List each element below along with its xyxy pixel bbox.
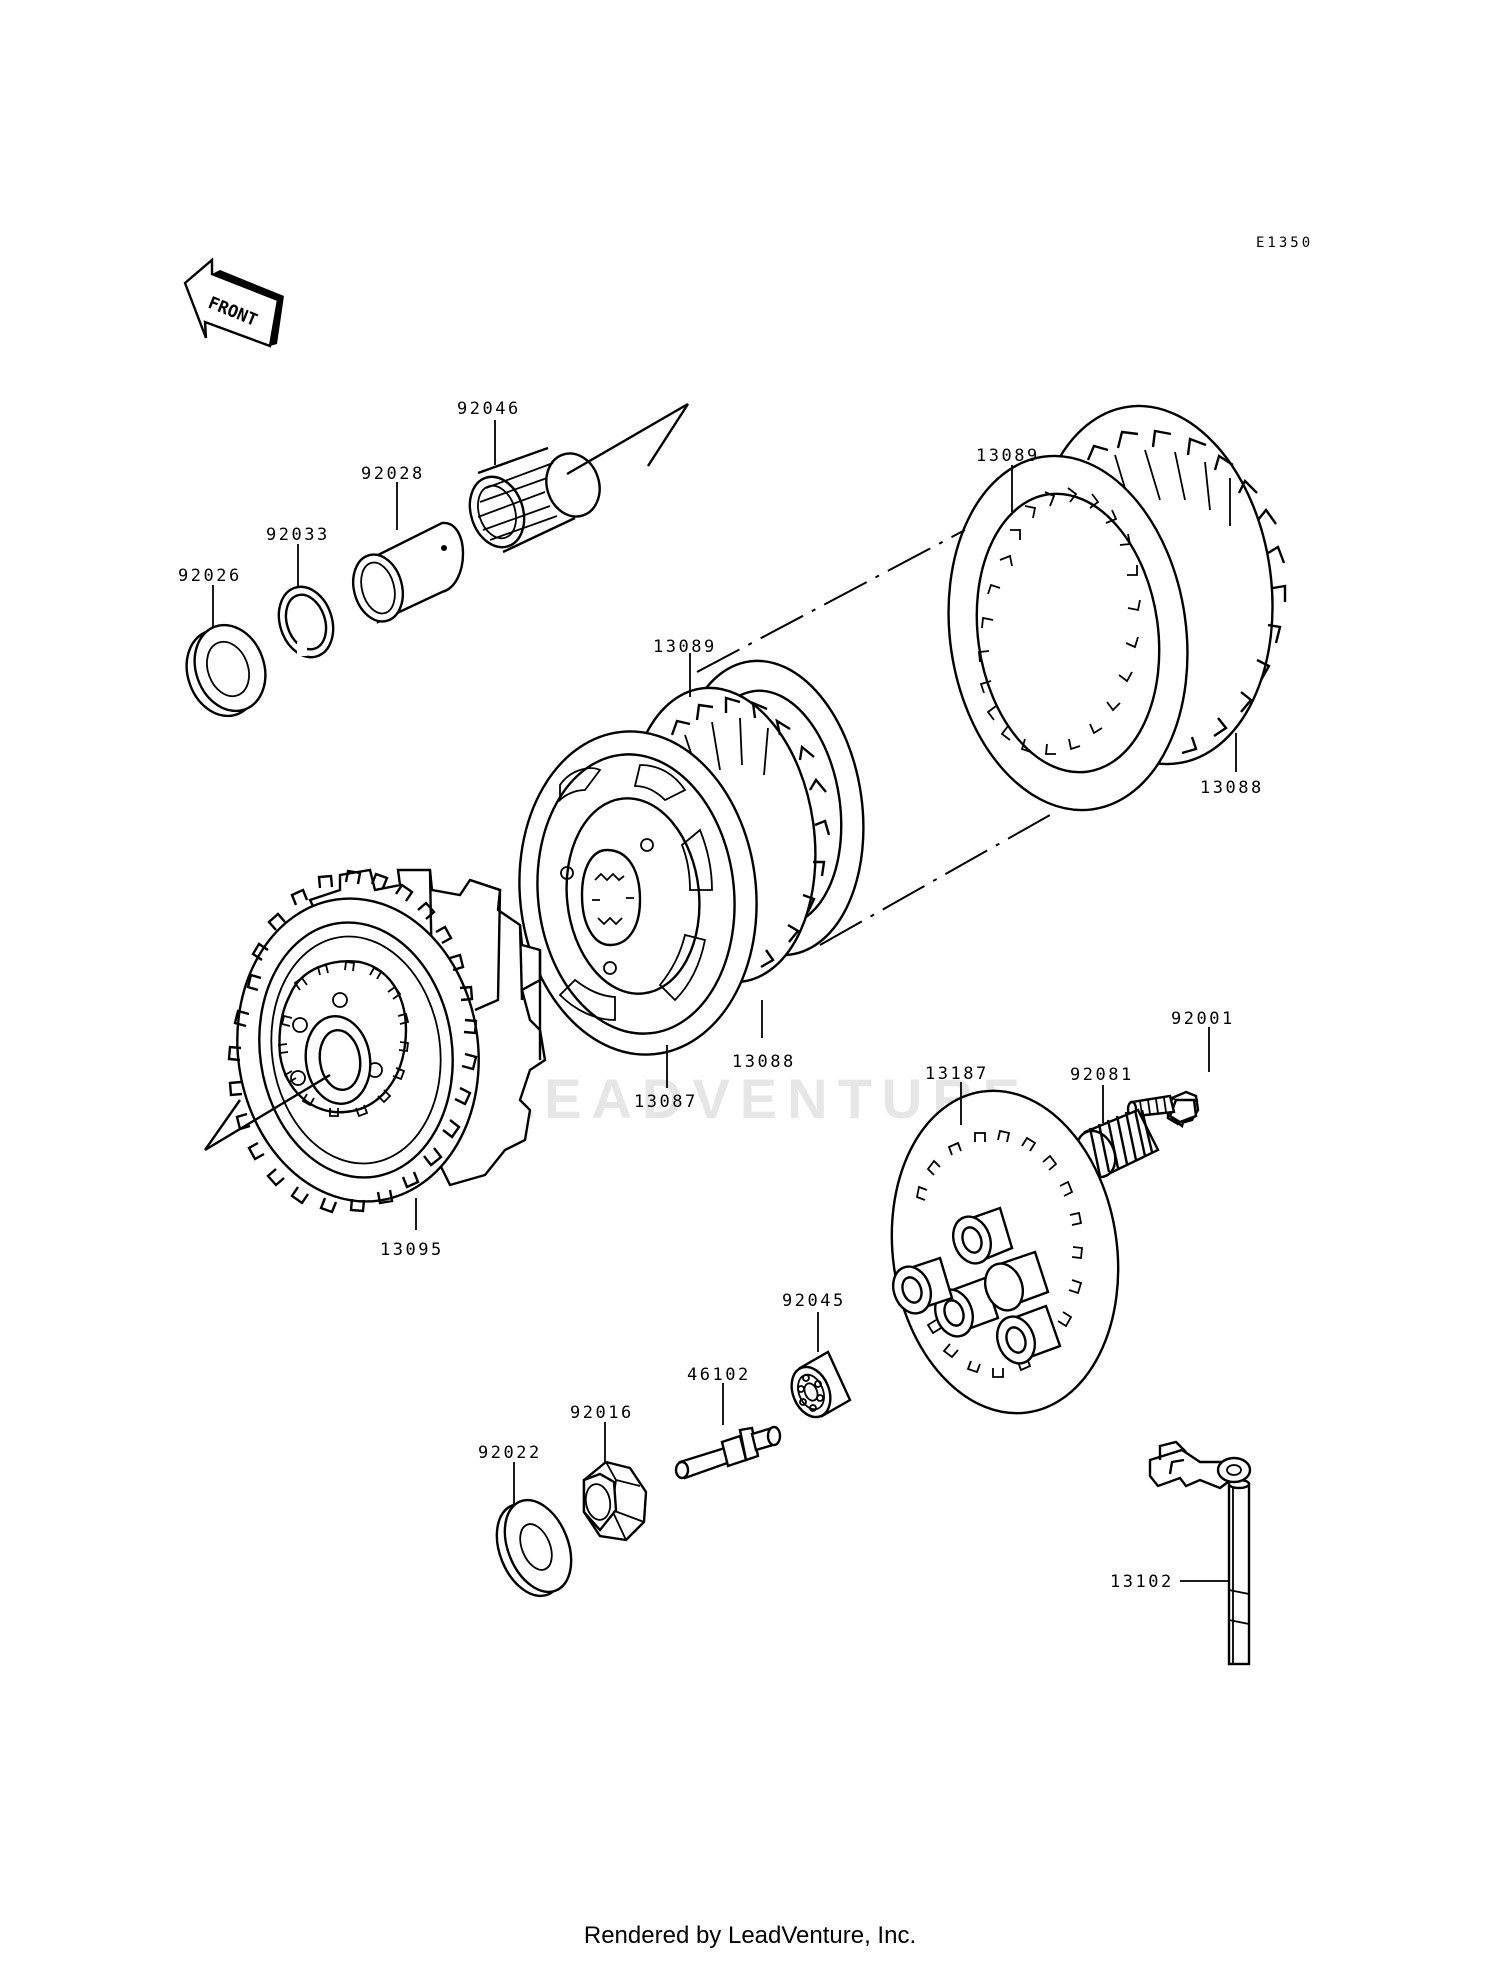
callout-13102: 13102 [1110, 1572, 1174, 1592]
push-rod [674, 1425, 782, 1480]
callout-13187: 13187 [925, 1064, 989, 1084]
callout-13089-upper: 13089 [976, 446, 1040, 466]
diagram-code: E1350 [1256, 235, 1313, 251]
callout-92026: 92026 [178, 566, 242, 586]
callout-92045: 92045 [782, 1291, 846, 1311]
release-shaft [1148, 1440, 1252, 1666]
hex-nut [582, 1460, 648, 1542]
callout-13088-middle: 13088 [732, 1052, 796, 1072]
callout-13087: 13087 [634, 1092, 698, 1112]
callout-92033: 92033 [266, 525, 330, 545]
clutch-plate-stack-middle [518, 659, 865, 1056]
needle-bearing [468, 446, 601, 554]
collar [352, 521, 465, 624]
thrust-washer [185, 623, 267, 718]
callout-13089-middle: 13089 [653, 637, 717, 657]
callout-46102: 46102 [687, 1365, 751, 1385]
ball-bearing [790, 1350, 852, 1419]
clutch-plate-stack-upper [947, 404, 1287, 812]
pressure-plate [890, 1089, 1120, 1415]
callout-92081: 92081 [1070, 1065, 1134, 1085]
flat-washer [495, 1498, 573, 1598]
callout-92022: 92022 [478, 1443, 542, 1463]
callout-92016: 92016 [570, 1403, 634, 1423]
callout-92046: 92046 [457, 399, 521, 419]
clutch-housing [227, 868, 547, 1214]
callout-92028: 92028 [361, 464, 425, 484]
front-arrow-icon: FRONT [183, 257, 284, 348]
footer-credit: Rendered by LeadVenture, Inc. [583, 1922, 917, 1949]
callout-13095: 13095 [380, 1240, 444, 1260]
circlip [277, 585, 335, 659]
callout-13088-upper: 13088 [1200, 778, 1264, 798]
callout-92001: 92001 [1171, 1009, 1235, 1029]
